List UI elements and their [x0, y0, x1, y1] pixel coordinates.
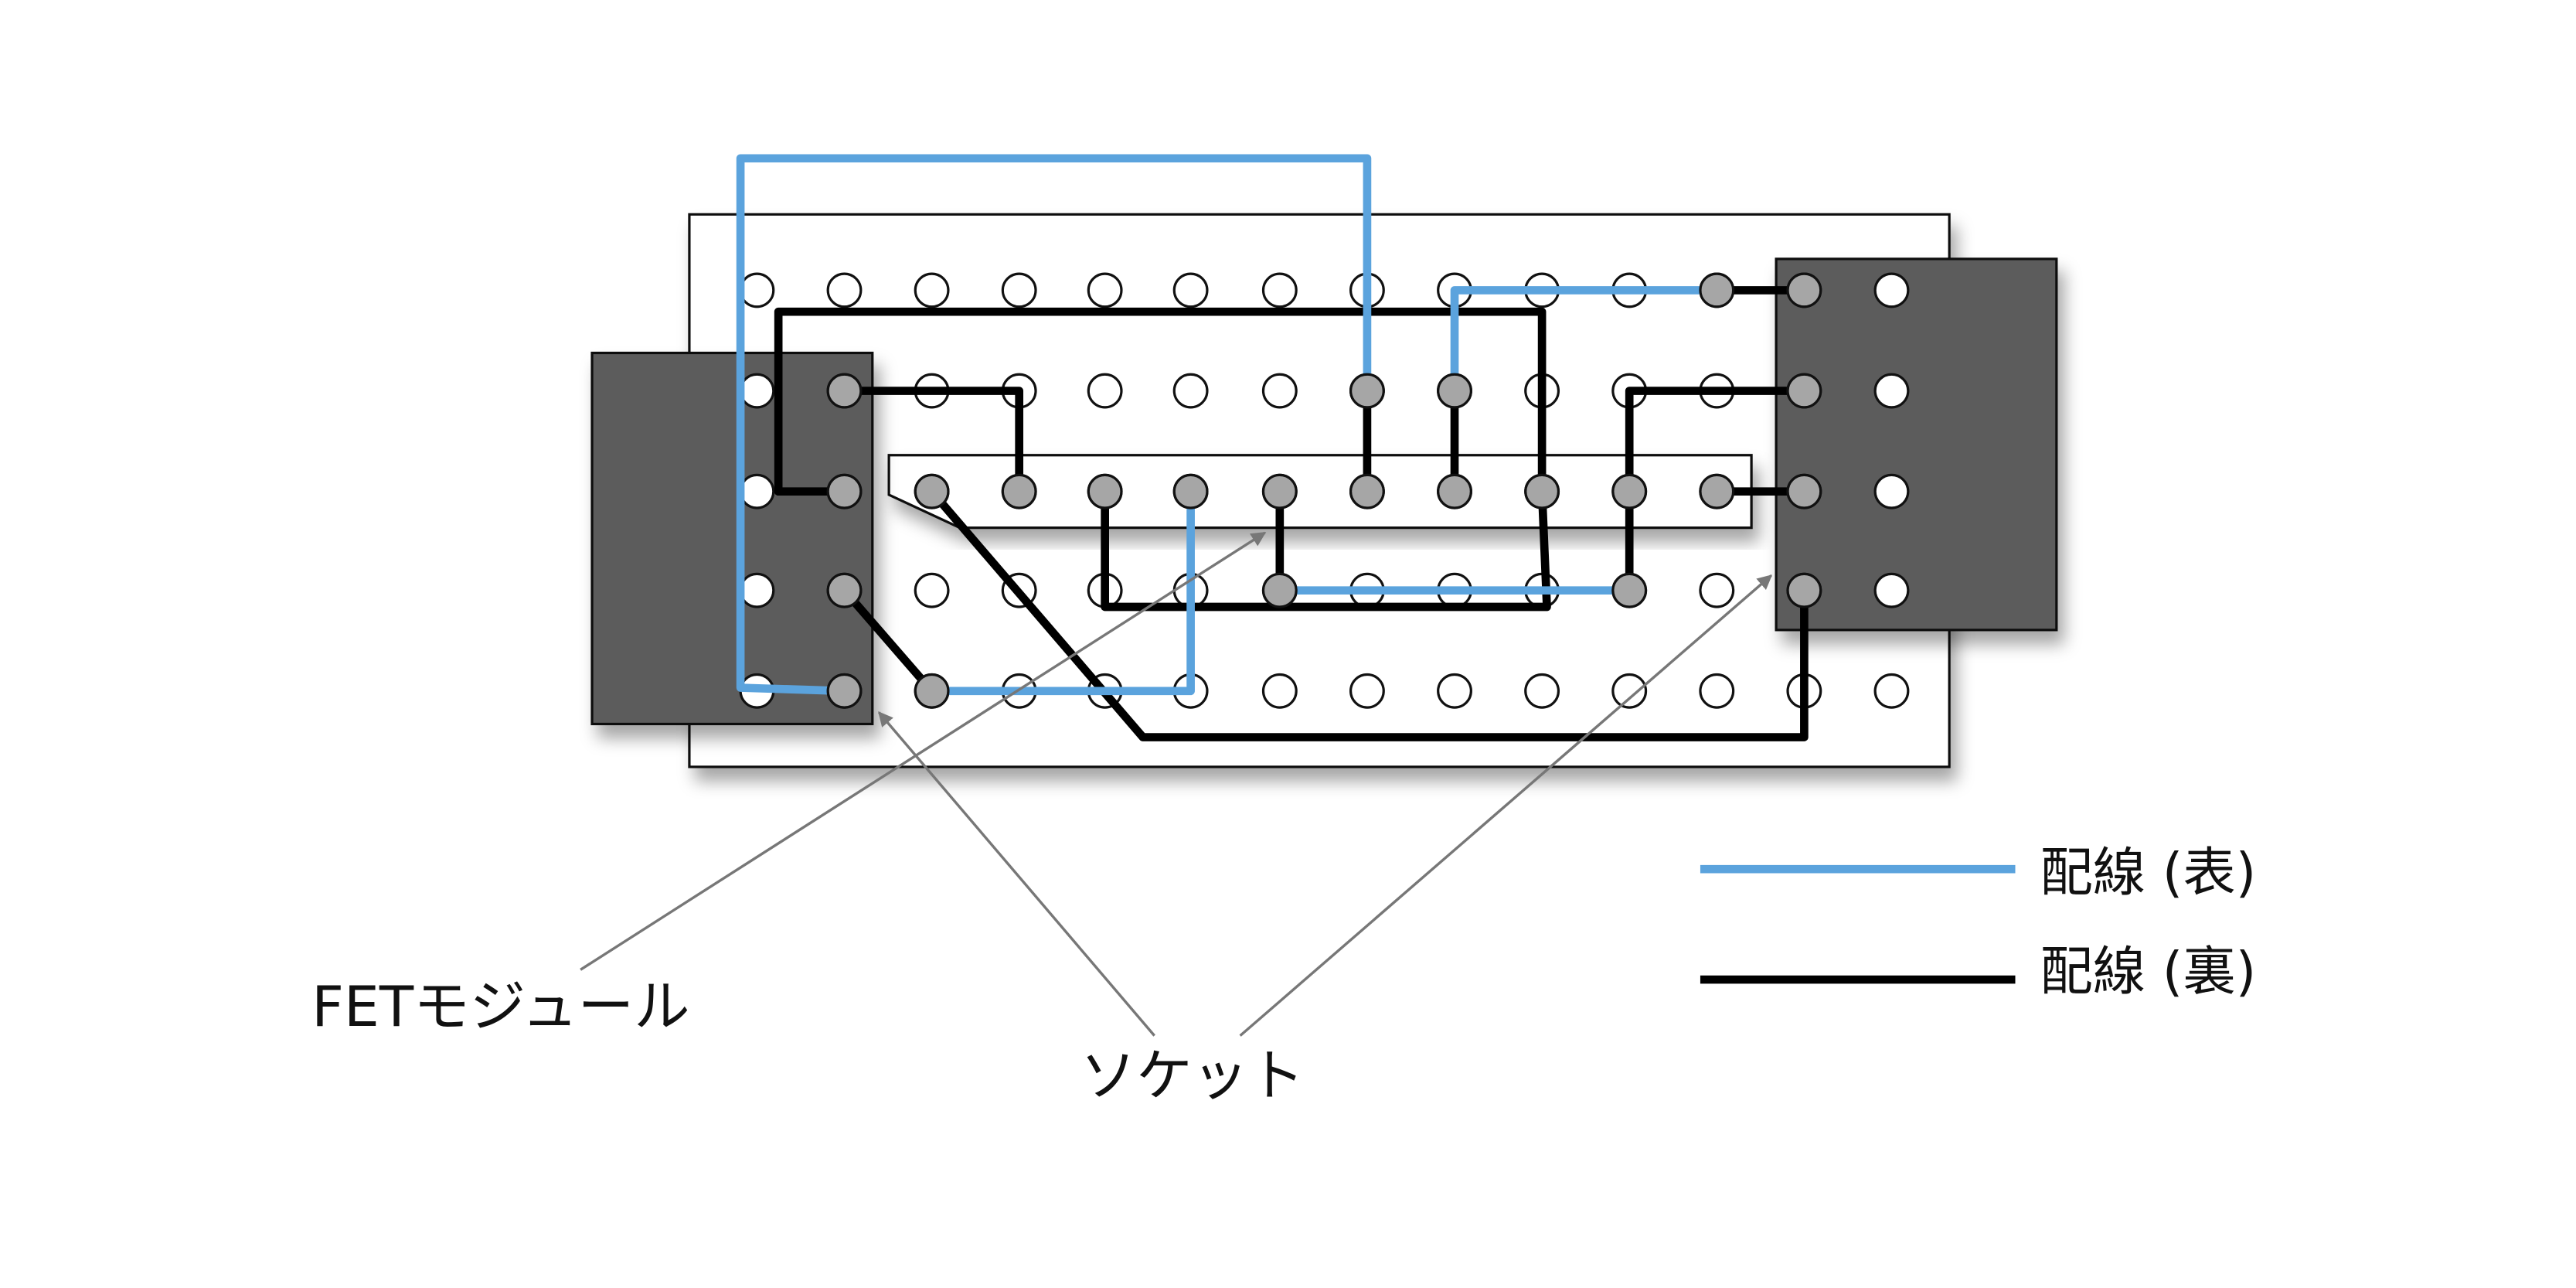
hole	[739, 272, 775, 308]
hole	[1873, 572, 1910, 608]
hole	[739, 373, 775, 409]
back-wire	[927, 487, 1809, 741]
connected-hole	[1699, 473, 1735, 509]
fet-module-right	[1775, 257, 2058, 632]
arrow-socket-right	[1239, 574, 1773, 1037]
back-wire	[840, 586, 936, 696]
hole	[1261, 673, 1298, 709]
connected-hole	[1087, 473, 1123, 509]
connected-hole	[1611, 473, 1648, 509]
hole	[914, 572, 950, 608]
connected-hole	[1524, 473, 1560, 509]
hole	[1261, 272, 1298, 308]
connected-hole	[1349, 373, 1385, 409]
hole	[1873, 373, 1910, 409]
connected-hole	[914, 673, 950, 709]
connected-hole	[1172, 473, 1209, 509]
connected-hole	[1437, 473, 1472, 509]
annotation-arrows	[580, 531, 1773, 1037]
connected-hole	[1349, 473, 1385, 509]
connected-hole	[826, 473, 863, 509]
hole	[739, 473, 775, 509]
hole	[1172, 272, 1209, 308]
connected-hole	[914, 473, 950, 509]
connected-hole	[826, 373, 863, 409]
fet-module-left	[590, 351, 874, 726]
connected-hole	[1786, 473, 1822, 509]
hole	[1437, 673, 1472, 709]
hole	[1261, 373, 1298, 409]
connected-hole	[826, 673, 863, 709]
connected-hole	[1786, 373, 1822, 409]
hole	[1349, 673, 1385, 709]
connected-hole	[1699, 272, 1735, 308]
front-wire	[736, 154, 1372, 696]
hole	[1087, 373, 1123, 409]
hole	[739, 572, 775, 608]
connected-hole	[1261, 473, 1298, 509]
hole	[1611, 673, 1648, 709]
hole	[914, 272, 950, 308]
hole	[1873, 272, 1910, 308]
back-wire	[774, 307, 1547, 496]
hole	[826, 272, 863, 308]
hole	[1873, 473, 1910, 509]
connected-hole	[1786, 572, 1822, 608]
connected-hole	[1786, 272, 1822, 308]
back-wire	[840, 387, 1024, 496]
legend-front-label: 配線 (表)	[2040, 843, 2257, 904]
back-wire	[1101, 487, 1551, 612]
hole	[1001, 272, 1037, 308]
arrow-socket-left	[878, 711, 1155, 1037]
hole	[1699, 673, 1735, 709]
hole	[1524, 673, 1560, 709]
connected-holes	[826, 272, 1822, 709]
connected-hole	[1611, 572, 1648, 608]
hole	[1172, 373, 1209, 409]
connected-hole	[1261, 572, 1298, 608]
back-wire	[1625, 387, 1809, 595]
hole	[1699, 572, 1735, 608]
connected-hole	[826, 572, 863, 608]
connected-hole	[1001, 473, 1037, 509]
legend-back-label: 配線 (裏)	[2040, 942, 2257, 1003]
hole	[1087, 272, 1123, 308]
back-wires	[774, 286, 1809, 741]
label-socket: ソケット	[1080, 1044, 1305, 1109]
hole	[1873, 673, 1910, 709]
legend: 配線 (表) 配線 (裏)	[1700, 843, 2256, 1003]
label-fet-module: FETモジュール	[311, 975, 689, 1040]
front-wire	[1450, 286, 1721, 395]
arrow-fet-module	[580, 531, 1267, 971]
connected-hole	[1437, 373, 1472, 409]
